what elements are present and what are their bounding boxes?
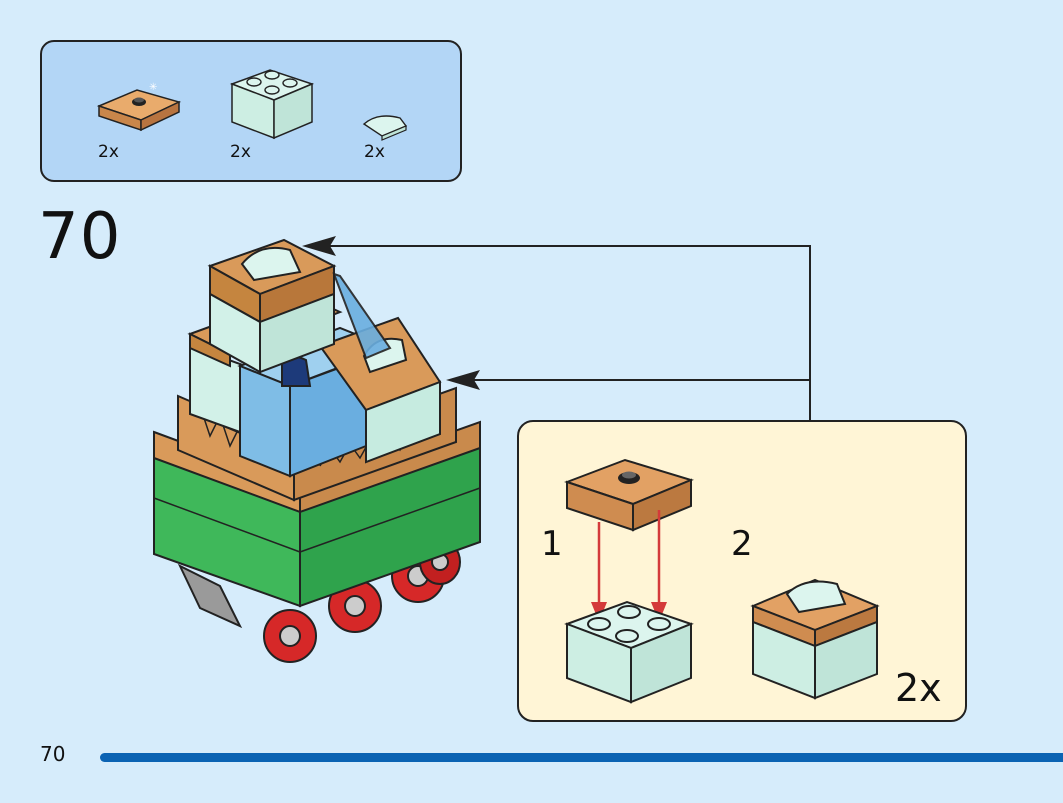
placement-arrows — [302, 236, 811, 420]
step-number: 70 — [38, 200, 122, 274]
sub-step-1-illustration — [564, 458, 694, 704]
page-number: 70 — [40, 742, 66, 766]
train-car-model-illustration — [153, 238, 481, 663]
sub-assembly-multiplier: 2x — [895, 666, 942, 710]
parts-list-box: ✳ 2x 2x 2x — [40, 40, 462, 182]
orange-jumper-plate-icon: ✳ — [96, 82, 182, 132]
aqua-brick-icon — [229, 69, 315, 140]
part-qty-2: 2x — [230, 142, 251, 162]
svg-text:✳: ✳ — [149, 82, 157, 93]
aqua-quarter-tile-icon — [362, 115, 408, 141]
page-footer-bar — [100, 753, 1063, 762]
part-qty-1: 2x — [98, 142, 119, 162]
part-qty-3: 2x — [364, 142, 385, 162]
sub-step-1-number: 1 — [541, 524, 563, 564]
sub-step-2-illustration — [750, 578, 880, 700]
sub-step-2-number: 2 — [731, 524, 753, 564]
sub-assembly-callout: 1 2 2x — [517, 420, 967, 722]
